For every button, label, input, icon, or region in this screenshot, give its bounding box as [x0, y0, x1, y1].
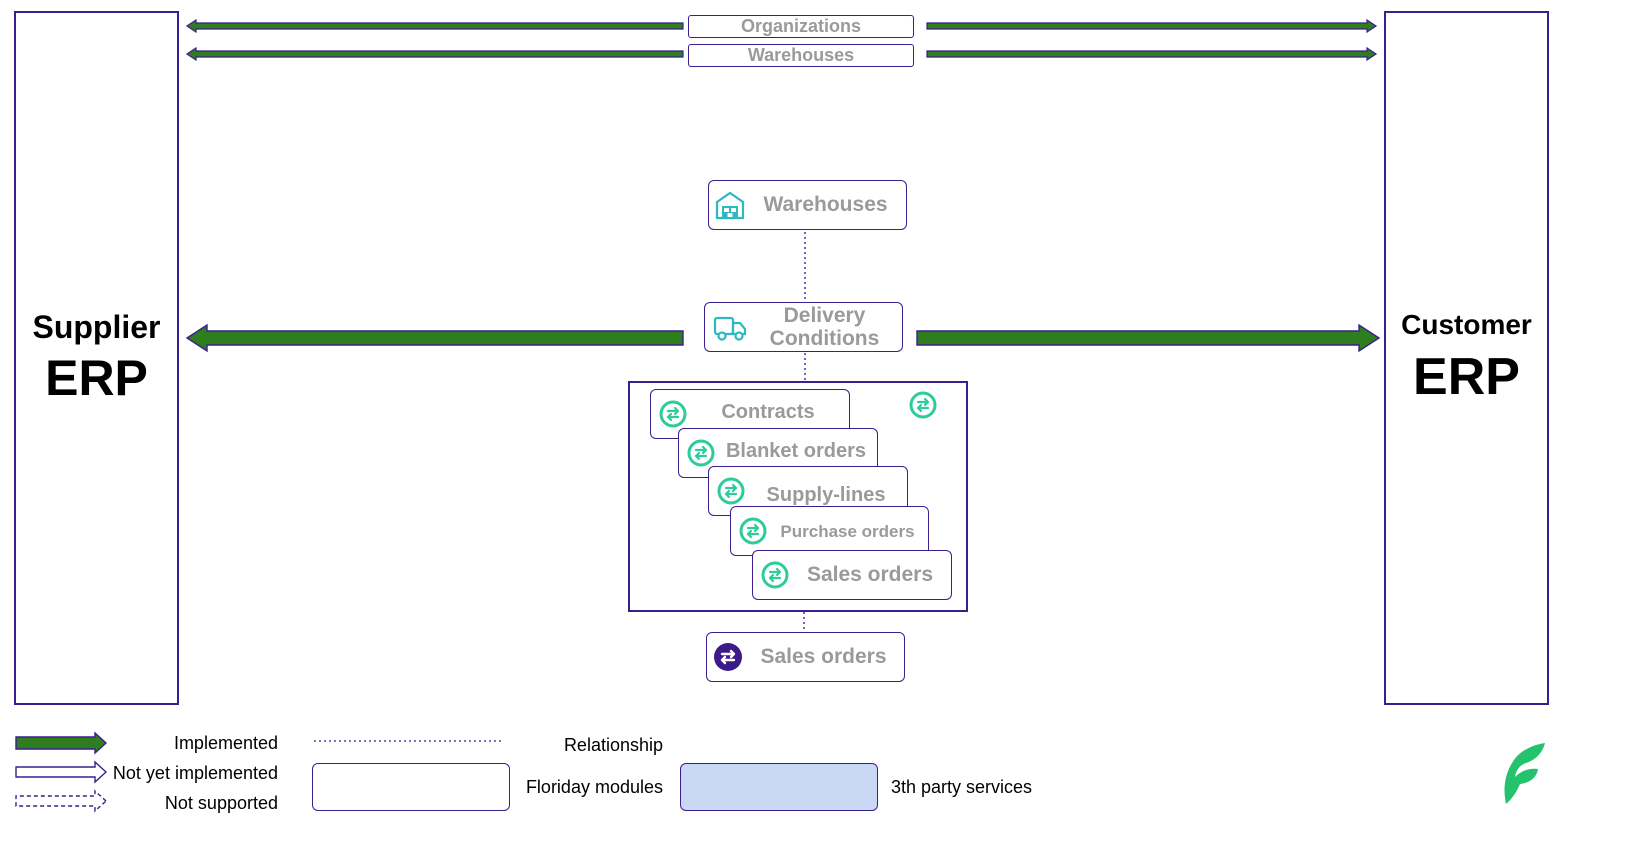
supplier-erp-line2: ERP [45, 350, 148, 406]
truck-icon [713, 312, 747, 342]
sync-icon [909, 391, 937, 419]
legend-not-supported-arrow [15, 789, 108, 813]
sales-orders-module[interactable]: Sales orders [706, 632, 905, 682]
purchase-orders-label: Purchase orders [780, 522, 915, 541]
delivery-label-line1: Delivery [783, 303, 866, 327]
warehouses-top-module[interactable]: Warehouses [688, 44, 914, 67]
sales-orders-stack-card[interactable]: Sales orders [752, 550, 952, 600]
sync-icon [659, 400, 687, 428]
customer-erp-line1: Customer [1401, 309, 1532, 340]
legend-not-yet-implemented-arrow [15, 760, 108, 784]
sync-icon [717, 477, 745, 505]
delivery-label-line2: Conditions [769, 327, 880, 350]
legend-third-party-swatch [680, 763, 878, 811]
sales-orders-stack-label: Sales orders [806, 563, 934, 586]
sync-icon [687, 439, 715, 467]
legend-floriday-module-swatch [312, 763, 510, 811]
delivery-conditions-label: Delivery Conditions [747, 304, 902, 350]
legend-not-supported-label: Not supported [164, 793, 278, 813]
floriday-logo [1504, 743, 1545, 804]
legend-not-yet-implemented-label: Not yet implemented [112, 763, 278, 783]
supplier-erp-line1: Supplier [32, 309, 161, 345]
arrow-organizations-to-supplier [185, 18, 684, 34]
legend-third-party-label: 3th party services [891, 777, 1033, 797]
arrow-warehouses-to-customer [926, 46, 1378, 62]
legend-floriday-modules-label: Floriday modules [525, 777, 663, 797]
delivery-conditions-module[interactable]: Delivery Conditions [704, 302, 903, 352]
supplier-erp-box: Supplier ERP [14, 11, 179, 705]
blanket-orders-label: Blanket orders [725, 439, 867, 462]
warehouses-module[interactable]: Warehouses [708, 180, 907, 230]
sync-icon [739, 517, 767, 545]
organizations-module[interactable]: Organizations [688, 15, 914, 38]
legend-relationship-label: Relationship [563, 735, 663, 755]
supply-lines-label: Supply-lines [766, 483, 886, 506]
contracts-label: Contracts [721, 400, 815, 423]
sales-orders-module-label: Sales orders [760, 645, 887, 669]
arrow-delivery-to-customer [916, 323, 1381, 353]
warehouse-icon [715, 190, 745, 220]
legend-implemented-label: Implemented [173, 733, 278, 753]
arrow-organizations-to-customer [926, 18, 1378, 34]
sync-dark-icon [713, 642, 743, 672]
purchase-orders-card[interactable]: Purchase orders [730, 506, 929, 556]
arrow-delivery-to-supplier [185, 323, 684, 353]
customer-erp-box: Customer ERP [1384, 11, 1549, 705]
arrow-warehouses-to-supplier [185, 46, 684, 62]
customer-erp-line2: ERP [1413, 348, 1520, 406]
warehouses-module-label: Warehouses [763, 193, 888, 217]
legend-implemented-arrow [15, 731, 108, 755]
sync-icon [761, 561, 789, 589]
